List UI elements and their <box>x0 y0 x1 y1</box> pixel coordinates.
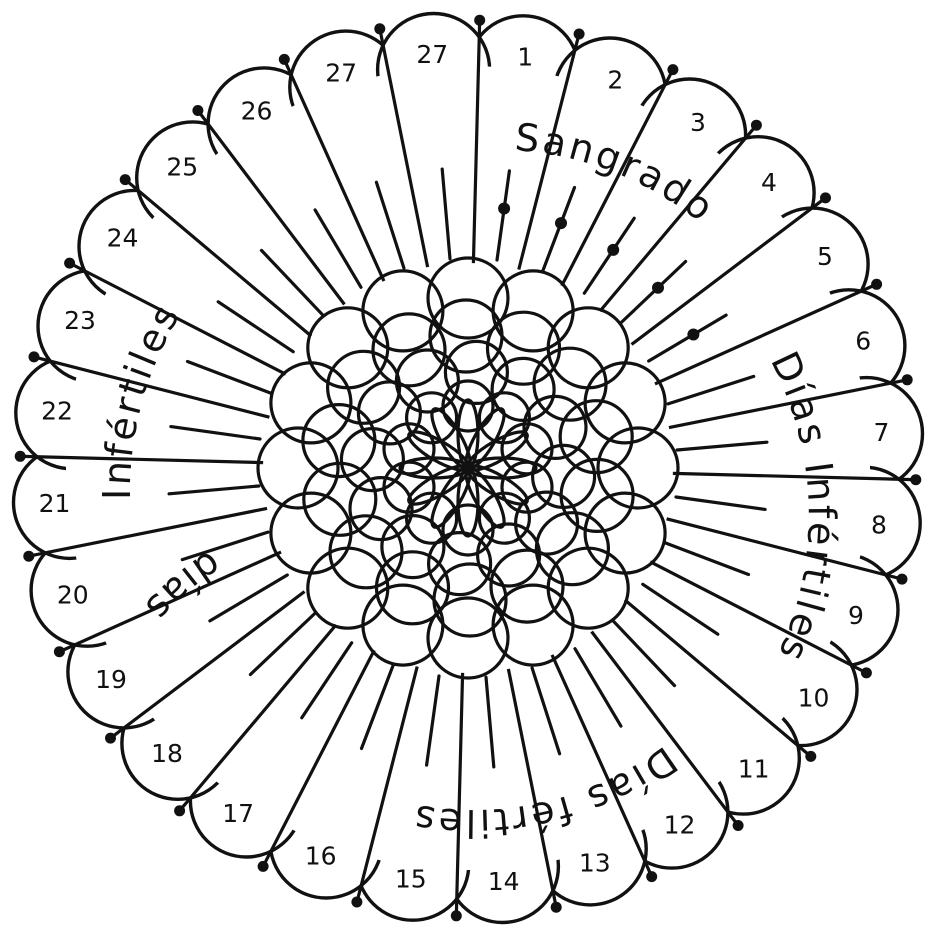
day-number: 7 <box>874 418 890 447</box>
day-number: 6 <box>855 327 871 356</box>
divider-tip <box>451 910 462 921</box>
divider-tip <box>733 820 744 831</box>
day-number: 2 <box>607 66 623 95</box>
day-number: 23 <box>64 306 96 335</box>
divider-tip <box>174 805 185 816</box>
day-number: 4 <box>761 168 777 197</box>
day-number: 10 <box>798 683 830 712</box>
divider-tip <box>54 646 65 657</box>
divider-tip <box>258 861 269 872</box>
day-number: 15 <box>395 865 427 894</box>
divider-tip <box>902 374 913 385</box>
day-number: 5 <box>817 242 833 271</box>
rosette-center <box>462 462 474 474</box>
day-number: 21 <box>39 489 71 518</box>
divider-tip <box>120 174 131 185</box>
day-number: 16 <box>305 842 337 871</box>
day-number: 27 <box>416 40 448 69</box>
divider-tip <box>871 279 882 290</box>
divider-tip <box>23 551 34 562</box>
divider-tip <box>351 897 362 908</box>
divider-tip <box>192 105 203 116</box>
divider-tip <box>551 902 562 913</box>
day-number: 26 <box>241 97 273 126</box>
day-number: 11 <box>738 755 770 784</box>
bleeding-dot <box>652 282 664 294</box>
day-number: 20 <box>57 580 89 609</box>
divider-tip <box>897 574 908 585</box>
divider-tip <box>279 54 290 65</box>
day-number: 19 <box>95 665 127 694</box>
divider-tip <box>574 29 585 40</box>
day-number: 12 <box>664 811 696 840</box>
day-number: 27 <box>325 58 357 87</box>
day-number: 1 <box>517 43 533 72</box>
divider-tip <box>646 871 657 882</box>
divider-tip <box>667 64 678 75</box>
day-number: 24 <box>107 224 139 253</box>
divider-tip <box>820 192 831 203</box>
day-number: 9 <box>848 601 864 630</box>
bleeding-dot <box>555 217 567 229</box>
divider-tip <box>751 120 762 131</box>
bleeding-dot <box>498 203 510 215</box>
divider-tip <box>861 667 872 678</box>
divider-tip <box>105 733 116 744</box>
divider-tip <box>29 351 40 362</box>
day-number: 17 <box>222 799 254 828</box>
day-number: 25 <box>166 153 198 182</box>
day-number: 14 <box>488 867 520 896</box>
divider-tip <box>910 474 921 485</box>
divider-tip <box>64 258 75 269</box>
day-number: 22 <box>41 396 73 425</box>
day-number: 3 <box>690 108 706 137</box>
bleeding-dot <box>607 244 619 256</box>
divider-tip <box>474 15 485 26</box>
day-number: 18 <box>151 739 183 768</box>
day-number: 8 <box>871 511 887 540</box>
divider-tip <box>15 451 26 462</box>
bleeding-dot <box>687 329 699 341</box>
divider-tip <box>374 23 385 34</box>
divider-tip <box>805 751 816 762</box>
day-number: 13 <box>579 849 611 878</box>
